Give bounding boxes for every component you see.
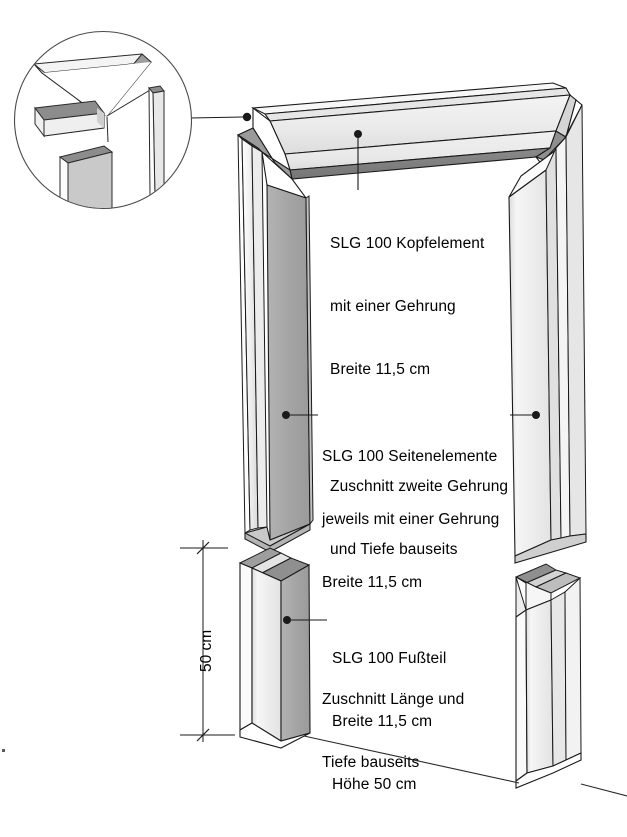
annotation-fussteil: SLG 100 Fußteil Breite 11,5 cm Höhe 50 c… [332, 606, 446, 837]
annotation-kopfelement-line-4: Zuschnitt zweite Gehrung [330, 478, 509, 495]
annotation-seitenelemente-line-5: Tiefe bauseits [322, 754, 420, 771]
detail-leader-line [189, 116, 244, 119]
annotation-kopfelement-line-2: mit einer Gehrung [330, 298, 456, 315]
side-right-broad-face [508, 168, 552, 557]
leader-dot-head-element [354, 130, 362, 138]
detail-head-arm-face [42, 62, 151, 116]
annotation-seitenelemente-line-3: Breite 11,5 cm [322, 574, 423, 591]
detail-side-piece-left [59, 156, 69, 208]
dimension-tick-bottom [196, 728, 210, 742]
dimension-label-50cm: 50 cm [198, 629, 215, 672]
ground-line-left [303, 735, 520, 784]
detail-slab-right [97, 108, 104, 128]
leader-dot-foot-part [283, 616, 291, 624]
foot-left-bottom [239, 722, 311, 749]
side-right-narrow-strip-3 [565, 104, 587, 537]
head-element-group [250, 82, 577, 180]
annotation-kopfelement-line-3: Breite 11,5 cm [330, 361, 431, 378]
foot-right-broad-face [525, 599, 554, 774]
foot-right-group [514, 563, 582, 789]
annotation-seitenelemente-line-1: SLG 100 Seitenelemente [322, 448, 498, 465]
side-left-bottom-under [244, 523, 311, 553]
foot-left-group [238, 547, 311, 749]
detail-connector-line-2 [106, 116, 109, 143]
annotation-fussteil-line-3: Höhe 50 cm [332, 776, 417, 793]
side-element-left-group [236, 127, 314, 553]
leader-dot-side-left [282, 411, 290, 419]
leader-dot-side-right [532, 411, 540, 419]
annotation-fussteil-line-1: SLG 100 Fußteil [332, 650, 447, 667]
annotation-leaders-group [282, 130, 540, 624]
detail-callout-group [13, 30, 252, 210]
annotation-seitenelemente-line-4: Zuschnitt Länge und [322, 691, 465, 708]
page-artifact-mark [2, 749, 5, 752]
annotation-seitenelemente-line-2: jeweils mit einer Gehrung [322, 511, 500, 528]
foot-left-narrow-face [239, 562, 253, 731]
annotation-seitenelemente: SLG 100 Seitenelemente jeweils mit einer… [322, 404, 499, 815]
foot-right-return-strip [550, 591, 567, 767]
foot-right-narrow-face [515, 608, 528, 783]
ground-line-right [580, 783, 627, 797]
detail-leader-dot [242, 112, 252, 122]
foot-left-broad-face [251, 567, 282, 742]
annotation-kopfelement-line-5: und Tiefe bauseits [330, 541, 458, 558]
side-left-broad-face [266, 184, 311, 541]
dimension-group [180, 540, 235, 742]
side-right-bottom-cut [514, 533, 587, 564]
side-element-right-group [508, 99, 587, 564]
ground-line-group [303, 735, 627, 797]
foot-right-return-strip-2 [564, 576, 582, 761]
foot-left-right-face [280, 564, 311, 742]
annotation-kopfelement: SLG 100 Kopfelement mit einer Gehrung Br… [330, 191, 508, 602]
dimension-tick-top [196, 541, 210, 555]
foot-right-bottom [515, 752, 582, 789]
annotation-fussteil-line-2: Breite 11,5 cm [332, 713, 433, 730]
annotation-kopfelement-line-1: SLG 100 Kopfelement [330, 235, 485, 252]
detail-connector-line [106, 86, 156, 117]
